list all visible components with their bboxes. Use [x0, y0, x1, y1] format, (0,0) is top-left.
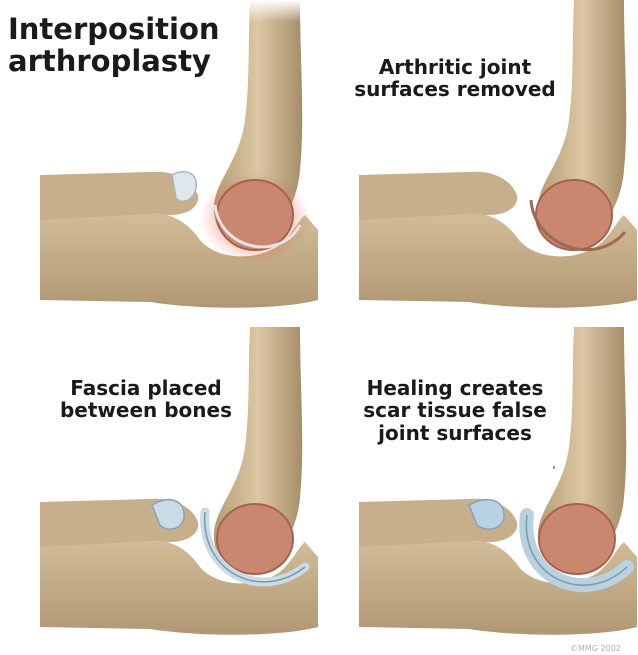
caption-line: scar tissue false — [335, 399, 575, 421]
caption-line: joint surfaces — [335, 422, 575, 444]
humerus-joint-surface — [217, 180, 293, 250]
caption-line: between bones — [26, 399, 266, 421]
elbow-illustration-removed — [319, 0, 638, 327]
caption-line: Healing creates — [335, 377, 575, 399]
caption-line: surfaces removed — [340, 78, 570, 100]
caption-fascia-placed: Fascia placed between bones — [26, 377, 266, 422]
copyright-text: ©MMG 2002 — [570, 644, 621, 653]
radial-head-cartilage — [172, 172, 196, 202]
title-line-1: Interposition — [8, 14, 220, 46]
title-line-2: arthroplasty — [8, 46, 220, 78]
stray-mark — [553, 466, 555, 469]
diagram-title: Interposition arthroplasty — [8, 14, 220, 78]
humerus-joint-surface — [217, 504, 293, 574]
caption-line: Arthritic joint — [340, 56, 570, 78]
humerus-joint-surface — [536, 180, 612, 250]
radius-bone — [359, 172, 517, 222]
caption-line: Fascia placed — [26, 377, 266, 399]
caption-healing: Healing creates scar tissue false joint … — [335, 377, 575, 444]
caption-surfaces-removed: Arthritic joint surfaces removed — [340, 56, 570, 101]
humerus-joint-surface — [539, 504, 615, 574]
panel-surfaces-removed — [319, 0, 638, 327]
